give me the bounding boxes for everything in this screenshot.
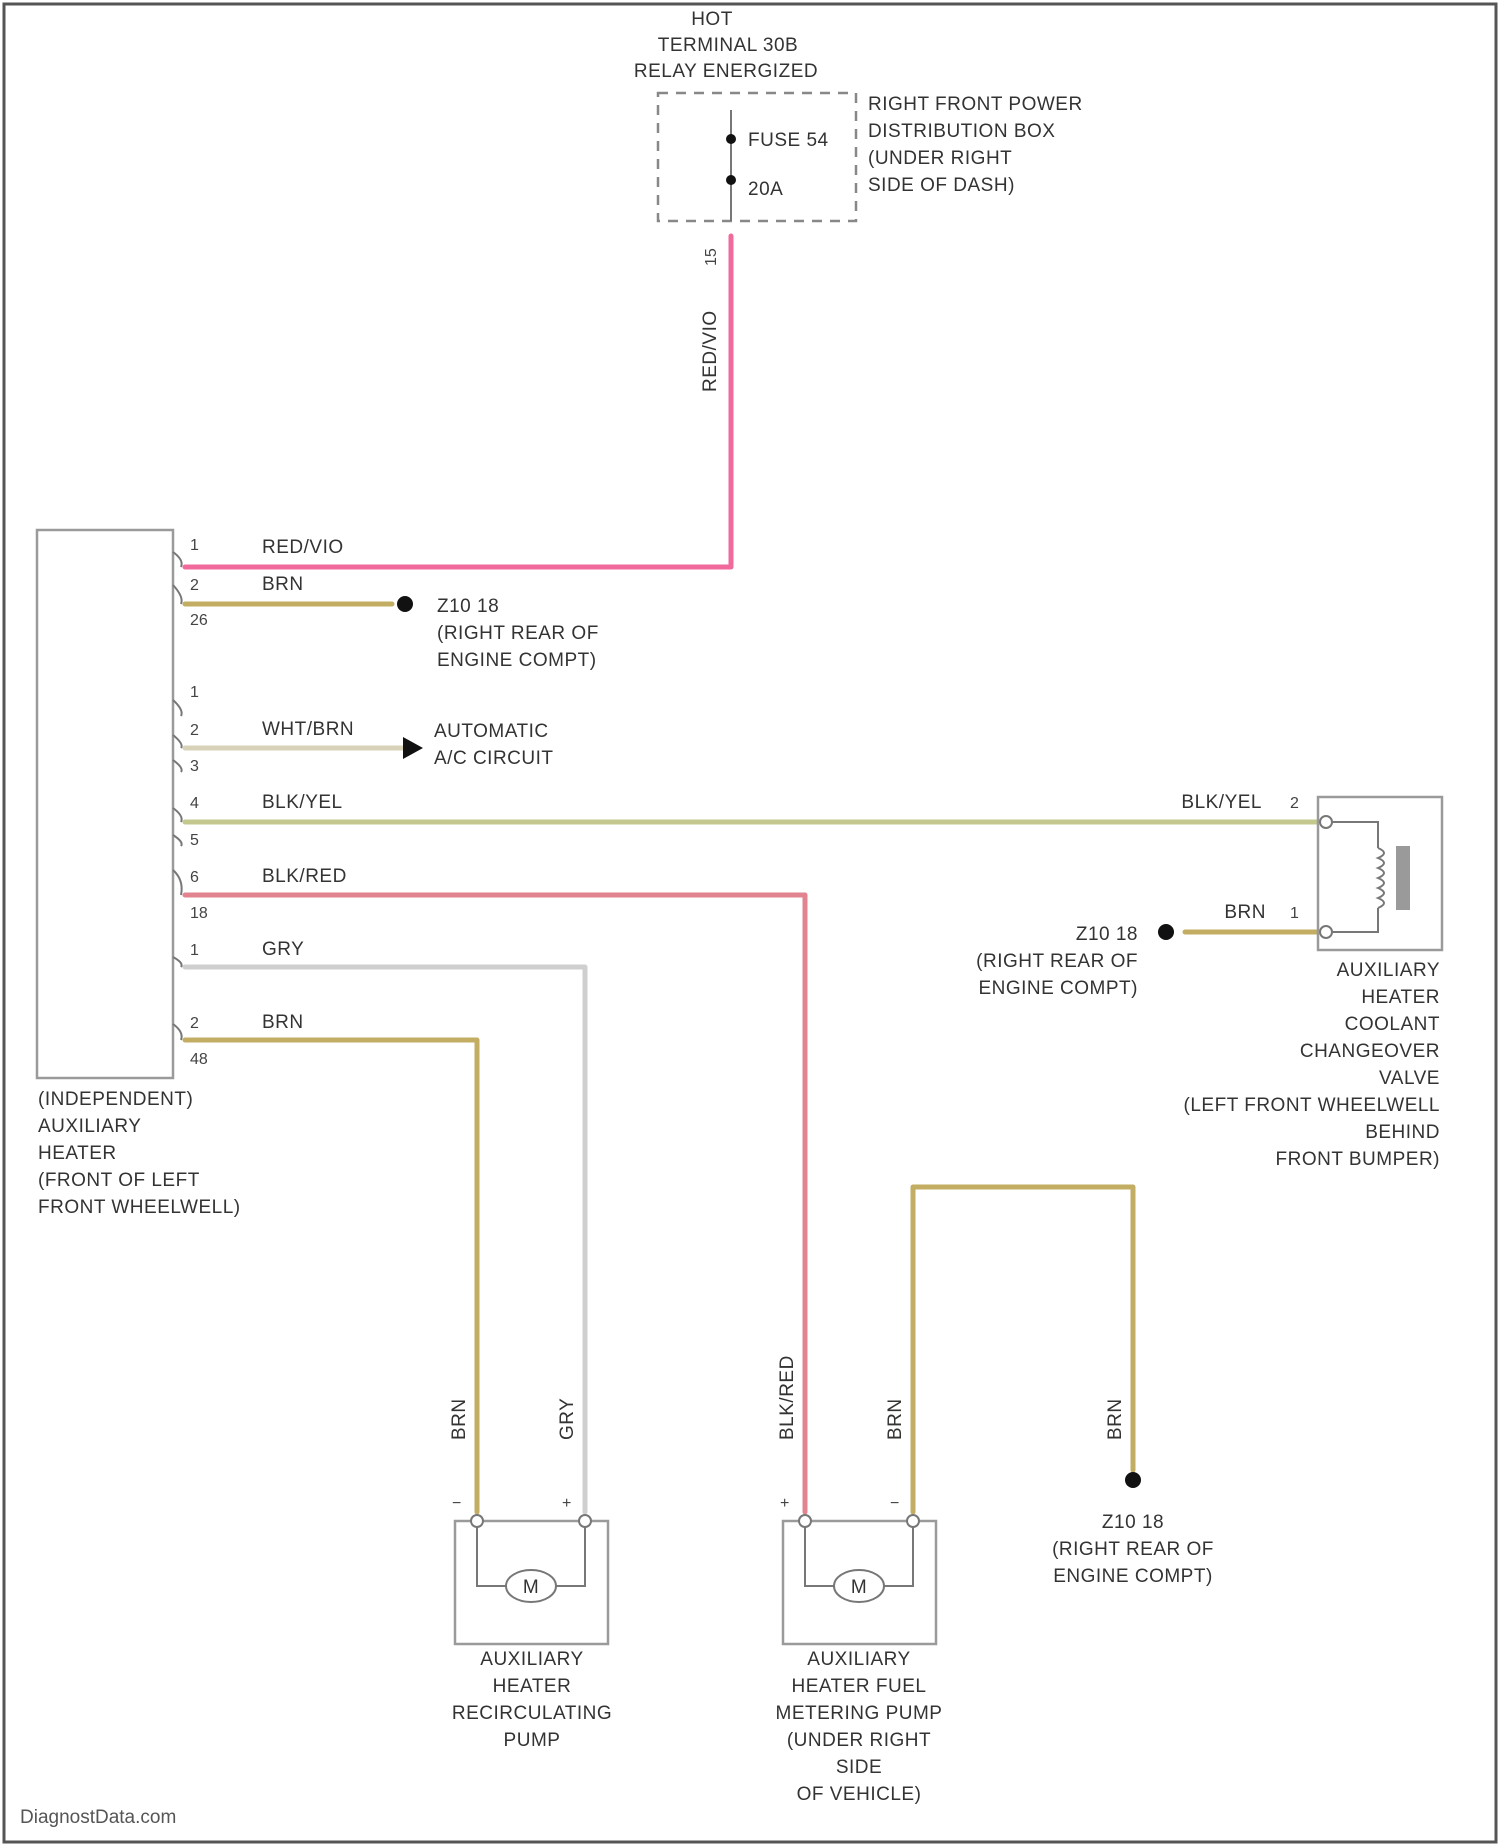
ground-1-line-2: ENGINE COMPT) (437, 650, 597, 671)
pin-c4: 4 (190, 795, 199, 812)
heater-box (37, 530, 173, 1078)
valve-pin-top: 2 (1290, 795, 1299, 812)
valve-pin-1-terminal (1320, 926, 1332, 938)
fuel-name-line-6: OF VEHICLE) (797, 1784, 922, 1805)
ground-2-id: Z10 18 (1076, 924, 1138, 945)
recirc-name-line-3: RECIRCULATING (452, 1703, 612, 1724)
fuse-label: FUSE 54 (748, 130, 829, 151)
valve-pin-2-terminal (1320, 816, 1332, 828)
hot-label: HOT (691, 9, 733, 30)
relay-label: RELAY ENERGIZED (634, 61, 818, 82)
fuel-pin-left: + (780, 1495, 789, 1512)
brn-ground-label: BRN (262, 574, 304, 595)
valve-name-line-4: CHANGEOVER (1300, 1041, 1440, 1062)
pin-m2: 2 (190, 1015, 199, 1032)
valve-wire-bottom-label: BRN (1224, 902, 1266, 923)
valve-name-line-8: FRONT BUMPER) (1276, 1149, 1440, 1170)
recirc-pin-right: + (562, 1495, 571, 1512)
pin-c6: 6 (190, 869, 199, 886)
wht-brn-label: WHT/BRN (262, 719, 354, 740)
page-frame (4, 4, 1496, 1842)
heater-name-line-3: HEATER (38, 1143, 117, 1164)
valve-box (1318, 797, 1442, 950)
blk-red-label: BLK/RED (262, 866, 347, 887)
ground-1-line-1: (RIGHT REAR OF (437, 623, 599, 644)
ground-3-line-1: (RIGHT REAR OF (1052, 1539, 1214, 1560)
valve-name-line-5: VALVE (1379, 1068, 1440, 1089)
box-name-line-3: (UNDER RIGHT (868, 148, 1012, 169)
recirc-name-line-2: HEATER (493, 1676, 572, 1697)
valve-pin-bottom: 1 (1290, 905, 1299, 922)
box-name-line-2: DISTRIBUTION BOX (868, 121, 1055, 142)
box-name-line-4: SIDE OF DASH) (868, 175, 1015, 196)
fuse-rating: 20A (748, 179, 783, 200)
terminal-label: TERMINAL 30B (658, 35, 798, 56)
fuel-wire-left-label: BLK/RED (777, 1355, 798, 1440)
valve-wire-top-label: BLK/YEL (1181, 792, 1262, 813)
ac-line-1: AUTOMATIC (434, 721, 549, 742)
pin-c1: 1 (190, 684, 199, 701)
blk-yel-label: BLK/YEL (262, 792, 343, 813)
brn-pump-label: BRN (262, 1012, 304, 1033)
ground-3-wire-label: BRN (1105, 1398, 1126, 1440)
ground-1-id: Z10 18 (437, 596, 499, 617)
ground-3-id: Z10 18 (1102, 1512, 1164, 1533)
fuel-wire-right-label: BRN (885, 1398, 906, 1440)
recirc-pin-left: − (452, 1495, 461, 1512)
pin-26: 26 (190, 612, 208, 629)
ac-line-2: A/C CIRCUIT (434, 748, 554, 769)
power-wire-label: RED/VIO (700, 310, 721, 392)
valve-name-line-7: BEHIND (1365, 1122, 1440, 1143)
ground-2-dot (1158, 924, 1174, 940)
pin-c18: 18 (190, 905, 208, 922)
pin-m1: 1 (190, 942, 199, 959)
recirc-terminal-left (471, 1515, 483, 1527)
valve-name-line-3: COOLANT (1345, 1014, 1440, 1035)
site-credit: DiagnostData.com (20, 1807, 176, 1828)
recirc-motor-label: M (523, 1577, 539, 1598)
ground-2-line-2: ENGINE COMPT) (978, 978, 1138, 999)
fuel-name-line-5: SIDE (836, 1757, 882, 1778)
solenoid-core-icon (1396, 846, 1410, 910)
fuel-name-line-2: HEATER FUEL (791, 1676, 926, 1697)
ground-2-line-1: (RIGHT REAR OF (976, 951, 1138, 972)
pin-c2: 2 (190, 722, 199, 739)
heater-name-line-5: FRONT WHEELWELL) (38, 1197, 241, 1218)
valve-name-line-2: HEATER (1361, 987, 1440, 1008)
pin-1: 1 (190, 537, 199, 554)
fuel-name-line-1: AUXILIARY (807, 1649, 910, 1670)
recirc-wire-right-label: GRY (557, 1398, 578, 1440)
fuel-terminal-left (799, 1515, 811, 1527)
fuse-terminal-bottom (726, 175, 736, 185)
ground-3-line-2: ENGINE COMPT) (1053, 1566, 1213, 1587)
recirc-name-line-1: AUXILIARY (480, 1649, 583, 1670)
heater-name-line-1: (INDEPENDENT) (38, 1089, 193, 1110)
recirc-name-line-4: PUMP (504, 1730, 561, 1751)
fuel-name-line-3: METERING PUMP (776, 1703, 943, 1724)
valve-name-line-6: (LEFT FRONT WHEELWELL (1184, 1095, 1440, 1116)
fuse-terminal-top (726, 134, 736, 144)
pin-2: 2 (190, 577, 199, 594)
red-vio-label: RED/VIO (262, 537, 344, 558)
recirc-wire-left-label: BRN (449, 1398, 470, 1440)
fuel-terminal-right (907, 1515, 919, 1527)
gry-label: GRY (262, 939, 304, 960)
fuel-pin-right: − (890, 1495, 899, 1512)
pin-c5: 5 (190, 832, 199, 849)
box-pin-label: 15 (703, 248, 720, 266)
fuel-name-line-4: (UNDER RIGHT (787, 1730, 931, 1751)
pin-m48: 48 (190, 1051, 208, 1068)
heater-name-line-2: AUXILIARY (38, 1116, 141, 1137)
fuel-motor-label: M (851, 1577, 867, 1598)
ground-1-dot (397, 596, 413, 612)
valve-name-line-1: AUXILIARY (1337, 960, 1440, 981)
box-name-line-1: RIGHT FRONT POWER (868, 94, 1083, 115)
heater-name-line-4: (FRONT OF LEFT (38, 1170, 200, 1191)
pin-c3: 3 (190, 758, 199, 775)
ground-3-dot (1125, 1472, 1141, 1488)
recirc-terminal-right (579, 1515, 591, 1527)
